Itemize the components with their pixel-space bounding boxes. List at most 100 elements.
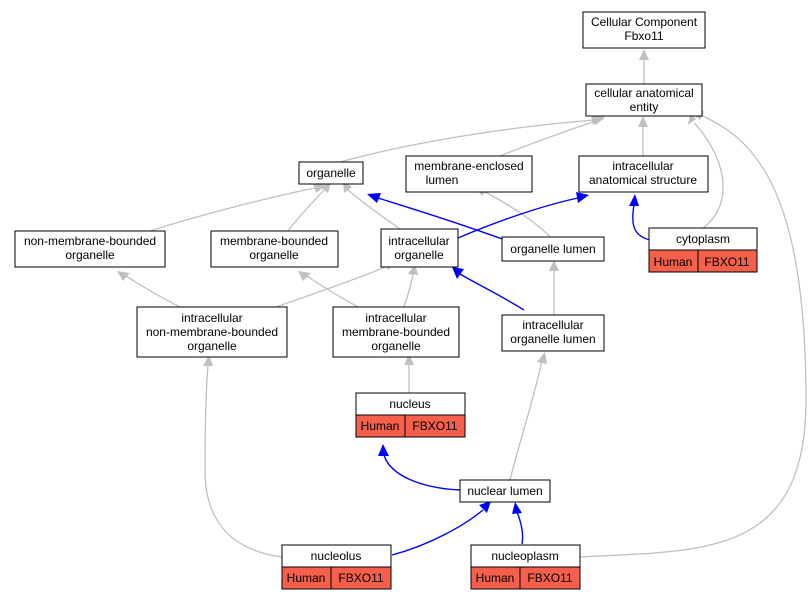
node-label: anatomical structure: [589, 173, 697, 187]
edge-nucleoplasm-cae: [579, 114, 807, 558]
part-of-arrowheads: [367, 192, 639, 514]
node-label: organelle: [306, 166, 356, 180]
part-of-edges: [377, 197, 651, 556]
node-label: intracellular: [365, 311, 426, 325]
arrowhead: [639, 49, 649, 60]
node-label: membrane-enclosed: [414, 159, 523, 173]
arrowhead: [576, 192, 589, 203]
node-organelle[interactable]: organelle: [298, 161, 364, 185]
node-label: nucleus: [389, 397, 430, 411]
arrowhead: [404, 354, 414, 365]
node-label: intracellular: [522, 318, 583, 332]
arrowhead: [378, 444, 389, 456]
node-label: cellular anatomical: [594, 86, 693, 100]
node-intracellular-anatomical-structure[interactable]: intracellular anatomical structure: [578, 155, 709, 193]
annotation-gene-cell: [697, 249, 758, 273]
edge-mel-cae: [499, 120, 597, 157]
node-cellular-component[interactable]: Cellular Component Fbxo11: [582, 11, 706, 49]
annotation-gene: FBXO11: [527, 571, 572, 585]
edge-iol-io: [459, 273, 525, 311]
edge-io-ias: [457, 197, 579, 239]
annotation-species: Human: [476, 571, 515, 585]
node-label: organelle: [187, 339, 237, 353]
node-label: cytoplasm: [676, 232, 730, 246]
edge-nucleolus-nl: [391, 509, 484, 556]
arrowhead: [479, 501, 491, 513]
edge-io-organelle: [347, 189, 401, 230]
node-label: non-membrane-bounded: [146, 325, 278, 339]
node-label: intracellular: [181, 311, 242, 325]
node-label: Cellular Component: [591, 15, 698, 29]
node-organelle-lumen[interactable]: organelle lumen: [501, 236, 605, 262]
node-intracellular-membrane-bounded-organelle[interactable]: intracellular membrane-bounded organelle: [332, 306, 460, 358]
node-label: organelle: [371, 339, 421, 353]
edge-nucleoplasm-nl: [516, 511, 524, 545]
node-label: nucleolus: [311, 549, 362, 563]
annotation-gene-cell: [519, 566, 581, 590]
edge-nucleolus-inmbo: [204, 364, 283, 558]
node-cytoplasm[interactable]: cytoplasm Human FBXO11: [648, 227, 758, 273]
annotation-species: Human: [654, 255, 693, 269]
edge-cyto-ias: [632, 203, 651, 241]
node-label: organelle lumen: [510, 242, 595, 256]
annotation-species: Human: [287, 571, 326, 585]
annotation-gene: FBXO11: [704, 255, 749, 269]
annotation-gene-cell: [404, 414, 466, 438]
edge-inmbo-io: [275, 266, 386, 308]
node-label: intracellular: [388, 234, 449, 248]
edge-ol-organelle: [377, 197, 506, 241]
edge-organelle-cae: [339, 119, 595, 163]
edge-ol-mel: [484, 191, 553, 240]
annotation-gene-cell: [330, 566, 392, 590]
arrowhead: [452, 267, 464, 279]
arrowhead: [203, 355, 213, 366]
edge-nmbo-organelle: [149, 187, 316, 232]
node-label: organelle: [249, 248, 299, 262]
annotation-species: Human: [361, 419, 400, 433]
node-label: entity: [630, 100, 659, 114]
node-non-membrane-bounded-organelle[interactable]: non-membrane-bounded organelle: [14, 230, 166, 268]
arrowhead: [549, 260, 559, 271]
node-membrane-enclosed-lumen[interactable]: membrane-enclosed lumen: [405, 155, 533, 193]
arrowhead: [592, 115, 605, 125]
node-cellular-anatomical-entity[interactable]: cellular anatomical entity: [585, 83, 703, 117]
node-intracellular-organelle-lumen[interactable]: intracellular organelle lumen: [501, 314, 605, 352]
node-label: lumen: [426, 173, 459, 187]
edge-imbo-mbo: [306, 275, 359, 308]
edge-nl-nucleus: [383, 454, 461, 491]
arrowhead: [688, 114, 696, 125]
edge-nl-iol: [509, 359, 543, 481]
node-intracellular-organelle[interactable]: intracellular organelle: [380, 228, 459, 268]
node-label: organelle: [394, 248, 444, 262]
node-label: membrane-bounded: [220, 234, 328, 248]
arrowhead: [298, 271, 311, 281]
edge-mbo-organelle: [287, 189, 325, 232]
node-nucleoplasm[interactable]: nucleoplasm Human FBXO11: [470, 544, 581, 590]
node-label: organelle lumen: [510, 332, 595, 346]
arrowhead: [117, 271, 130, 281]
arrowhead: [629, 194, 639, 206]
node-label: nuclear lumen: [467, 484, 542, 498]
node-label: non-membrane-bounded: [24, 234, 156, 248]
node-label: Fbxo11: [624, 29, 663, 43]
node-nucleolus[interactable]: nucleolus Human FBXO11: [281, 544, 392, 590]
annotation-gene: FBXO11: [412, 419, 457, 433]
node-nucleus[interactable]: nucleus Human FBXO11: [355, 392, 466, 438]
edge-inmbo-nmbo: [125, 275, 181, 308]
node-intracellular-non-membrane-bounded-organelle[interactable]: intracellular non-membrane-bounded organ…: [136, 306, 288, 358]
is-a-edges: [125, 60, 807, 558]
arrowhead: [320, 182, 331, 193]
annotation-gene: FBXO11: [338, 571, 383, 585]
node-membrane-bounded-organelle[interactable]: membrane-bounded organelle: [210, 230, 339, 268]
node-label: membrane-bounded: [342, 325, 450, 339]
edge-cyto-cae: [693, 122, 724, 230]
arrowhead: [313, 183, 326, 193]
node-nuclear-lumen[interactable]: nuclear lumen: [459, 479, 551, 503]
node-label: nucleoplasm: [491, 549, 558, 563]
arrowhead: [537, 352, 547, 364]
arrowhead: [512, 502, 522, 514]
arrowhead: [367, 193, 381, 203]
arrowhead: [638, 116, 648, 127]
node-label: intracellular: [612, 159, 673, 173]
